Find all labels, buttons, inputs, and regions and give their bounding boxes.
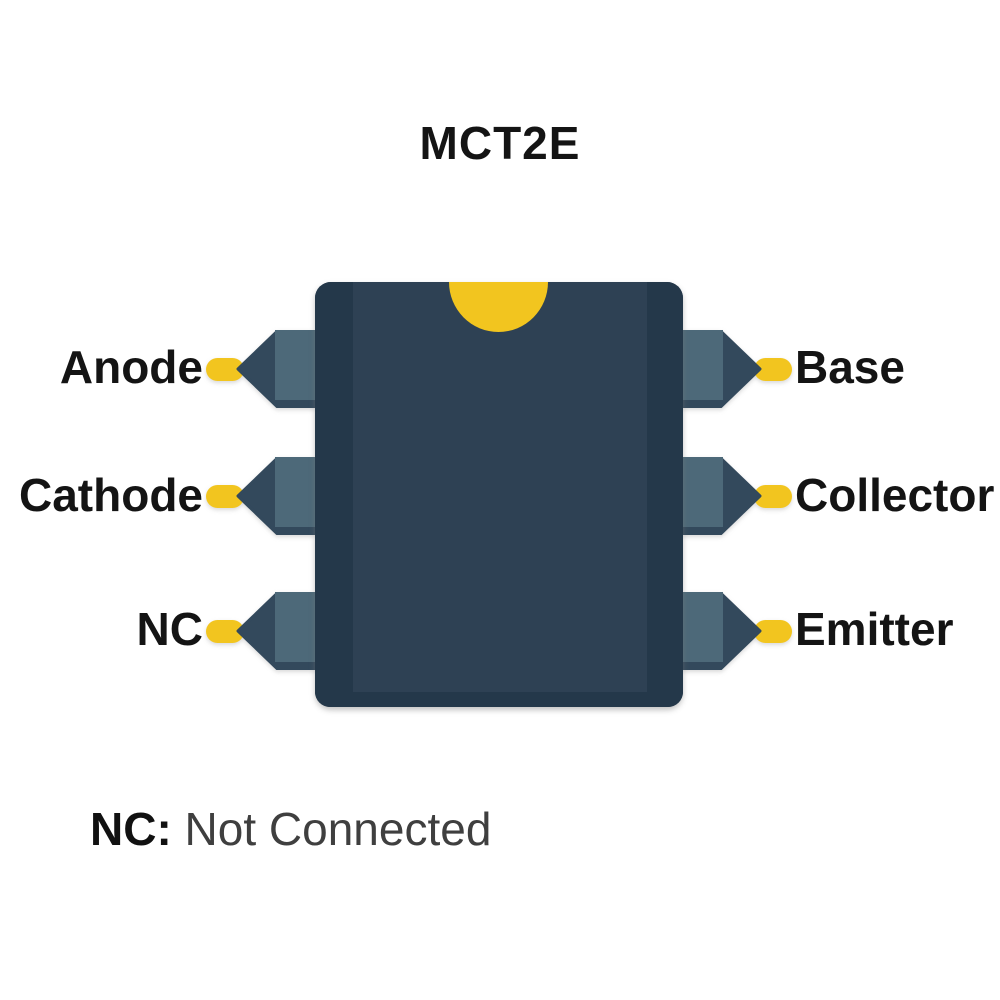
pin-lead-nc [206, 620, 244, 643]
pin-collector [681, 457, 792, 535]
pin-label-collector: Collector [795, 468, 995, 521]
pin-emitter [681, 592, 792, 670]
notch-icon [449, 282, 548, 332]
pin-nc [206, 592, 317, 670]
pin-label-cathode: Cathode [19, 468, 203, 521]
chip-left-edge-shade [315, 282, 353, 707]
pin-lead-base [754, 358, 792, 381]
pin-highlight-anode [275, 330, 315, 400]
pin-highlight-emitter [683, 592, 723, 662]
pin-lead-anode [206, 358, 244, 381]
nc-footnote: NC: Not Connected [90, 802, 491, 856]
pin-lead-emitter [754, 620, 792, 643]
nc-footnote-abbr: NC: [90, 803, 172, 855]
pin-label-anode: Anode [59, 340, 203, 393]
pin-lead-cathode [206, 485, 244, 508]
nc-footnote-text: Not Connected [171, 803, 492, 855]
pin-highlight-cathode [275, 457, 315, 527]
pin-label-emitter: Emitter [795, 602, 954, 655]
pin-highlight-base [683, 330, 723, 400]
chip-bottom-edge-shade [315, 692, 683, 707]
pin-cathode [206, 457, 317, 535]
ic-chip-body [315, 282, 683, 707]
pin-lead-collector [754, 485, 792, 508]
page-title: MCT2E [419, 117, 581, 169]
pin-label-base: Base [795, 340, 905, 393]
pin-label-nc: NC [136, 602, 203, 655]
pin-highlight-nc [275, 592, 315, 662]
chip-right-edge-shade [647, 282, 683, 707]
pin-anode [206, 330, 317, 408]
pin-highlight-collector [683, 457, 723, 527]
pin-base [681, 330, 792, 408]
